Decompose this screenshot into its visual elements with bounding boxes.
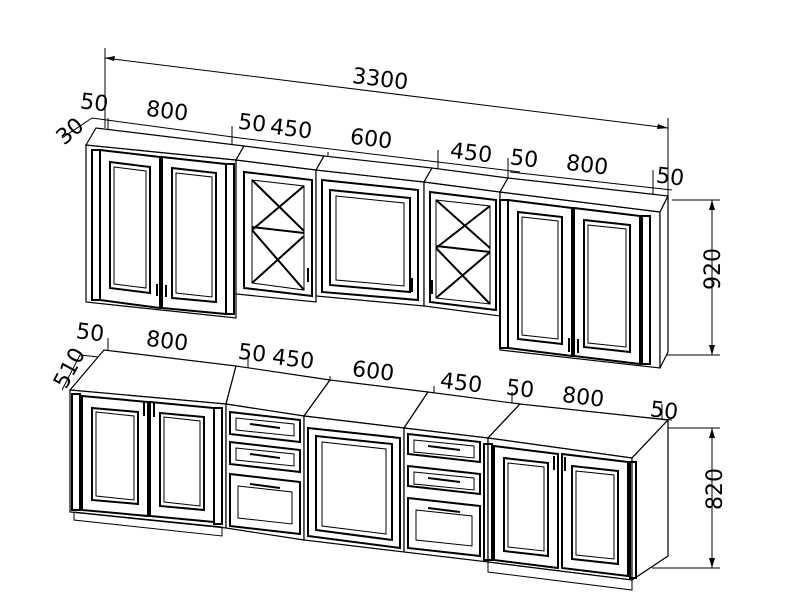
lower-width-2: 50 (237, 340, 268, 368)
upper-width-0: 50 (79, 89, 110, 117)
upper-height-label: 920 (701, 248, 726, 290)
upper-width-1: 800 (145, 97, 190, 127)
upper-width-8: 50 (655, 163, 686, 191)
upper-width-3: 450 (269, 115, 314, 145)
upper-width-7: 800 (565, 151, 610, 181)
upper-cabinets (85, 127, 669, 369)
upper-dim-labels: 3300 30 920 50 800 50 450 600 450 50 800… (52, 64, 726, 290)
upper-total-label: 3300 (351, 64, 410, 96)
lower-width-7: 800 (561, 383, 606, 413)
lower-width-6: 50 (505, 375, 536, 403)
upper-width-6: 50 (509, 145, 540, 173)
lower-width-0: 50 (75, 319, 106, 347)
lower-width-3: 450 (271, 345, 316, 375)
upper-width-5: 450 (449, 139, 494, 169)
lower-width-5: 450 (439, 369, 484, 399)
upper-depth-label: 30 (52, 113, 90, 150)
lower-dim-labels: 510 820 50 800 50 450 600 450 50 800 50 (49, 319, 728, 510)
lower-height-label: 820 (703, 468, 728, 510)
upper-width-2: 50 (237, 110, 268, 138)
lower-width-1: 800 (145, 327, 190, 357)
lower-cabinets (68, 349, 670, 591)
upper-width-4: 600 (349, 125, 394, 155)
lower-width-4: 600 (351, 357, 396, 387)
